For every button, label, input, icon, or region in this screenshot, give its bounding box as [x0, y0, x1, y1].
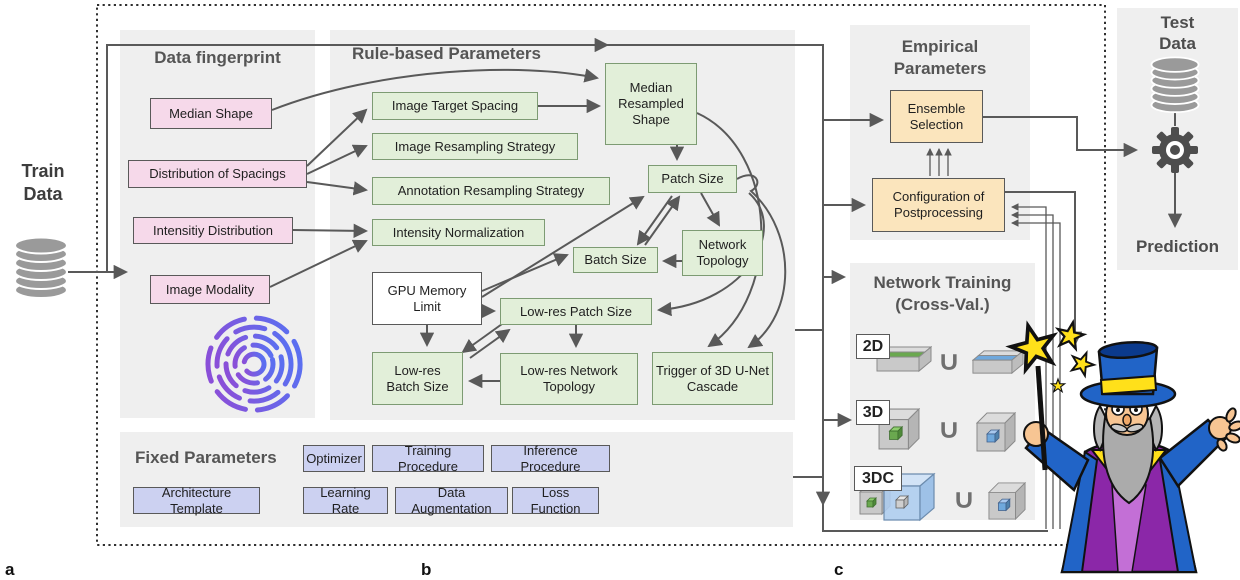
subfigure-letter-b: b — [421, 560, 432, 579]
node-intensity-distribution: Intensitiy Distribution — [133, 217, 293, 244]
test-database-icon — [1150, 56, 1200, 114]
node-low-res-batch-size: Low-res Batch Size — [372, 352, 463, 405]
rule-panel-title: Rule-based Parameters — [352, 44, 541, 63]
subfigure-letter-a: a — [5, 560, 15, 579]
3d-cube-blue-icon — [976, 412, 1016, 452]
node-median-resampled-shape: Median Resampled Shape — [605, 63, 697, 145]
node-configuration-of-postprocessing: Configuration of Postprocessing — [872, 178, 1005, 232]
node-gpu-memory-limit: GPU Memory Limit — [372, 272, 482, 325]
node-optimizer: Optimizer — [303, 445, 365, 472]
2d-slab-blue-icon — [972, 349, 1024, 375]
node-image-target-spacing: Image Target Spacing — [372, 92, 538, 120]
node-ensemble-selection: Ensemble Selection — [890, 90, 983, 143]
wizard-illustration — [1005, 318, 1240, 574]
union-symbol-3dc: ∪ — [953, 485, 975, 514]
empirical-panel-title: Empirical Parameters — [893, 37, 987, 78]
node-data-augmentation: Data Augmentation — [395, 485, 508, 516]
node-network-topology: Network Topology — [682, 230, 763, 276]
node-inference-procedure: Inference Procedure — [491, 443, 610, 474]
node-learning-rate: Learning Rate — [303, 485, 388, 516]
fixed-panel-title: Fixed Parameters — [135, 448, 277, 467]
node-loss-function: Loss Function — [512, 485, 599, 516]
prediction-label: Prediction — [1135, 237, 1220, 256]
node-image-modality: Image Modality — [150, 275, 270, 304]
union-symbol-3d: ∪ — [938, 415, 960, 444]
test-data-label: Test Data — [1159, 13, 1196, 54]
fingerprint-icon — [205, 315, 303, 413]
node-patch-size: Patch Size — [648, 165, 737, 193]
label-3d: 3D — [856, 400, 890, 425]
node-trigger-3d-unet-cascade: Trigger of 3D U-Net Cascade — [652, 352, 773, 405]
dashed-border — [96, 4, 1106, 546]
node-distribution-of-spacings: Distribution of Spacings — [128, 160, 307, 188]
subfigure-letter-c: c — [834, 560, 844, 579]
train-database-icon — [14, 236, 68, 299]
train-data-label: Train Data — [21, 161, 65, 204]
node-low-res-network-topology: Low-res Network Topology — [500, 353, 638, 405]
node-intensity-normalization: Intensity Normalization — [372, 219, 545, 246]
label-2d: 2D — [856, 334, 890, 359]
network-training-title: Network Training (Cross-Val.) — [873, 273, 1012, 314]
node-annotation-resampling-strategy: Annotation Resampling Strategy — [372, 177, 610, 205]
node-architecture-template: Architecture Template — [133, 485, 260, 516]
node-batch-size: Batch Size — [573, 247, 658, 273]
node-low-res-patch-size: Low-res Patch Size — [500, 298, 652, 325]
fingerprint-panel-title: Data fingerprint — [154, 48, 281, 67]
3dc-cube-blue-icon — [988, 482, 1026, 520]
node-training-procedure: Training Procedure — [372, 443, 484, 474]
processing-gear-icon — [1152, 127, 1198, 173]
union-symbol-2d: ∪ — [938, 347, 960, 376]
label-3dc: 3DC — [854, 466, 902, 491]
node-median-shape: Median Shape — [150, 98, 272, 129]
node-image-resampling-strategy: Image Resampling Strategy — [372, 133, 578, 160]
